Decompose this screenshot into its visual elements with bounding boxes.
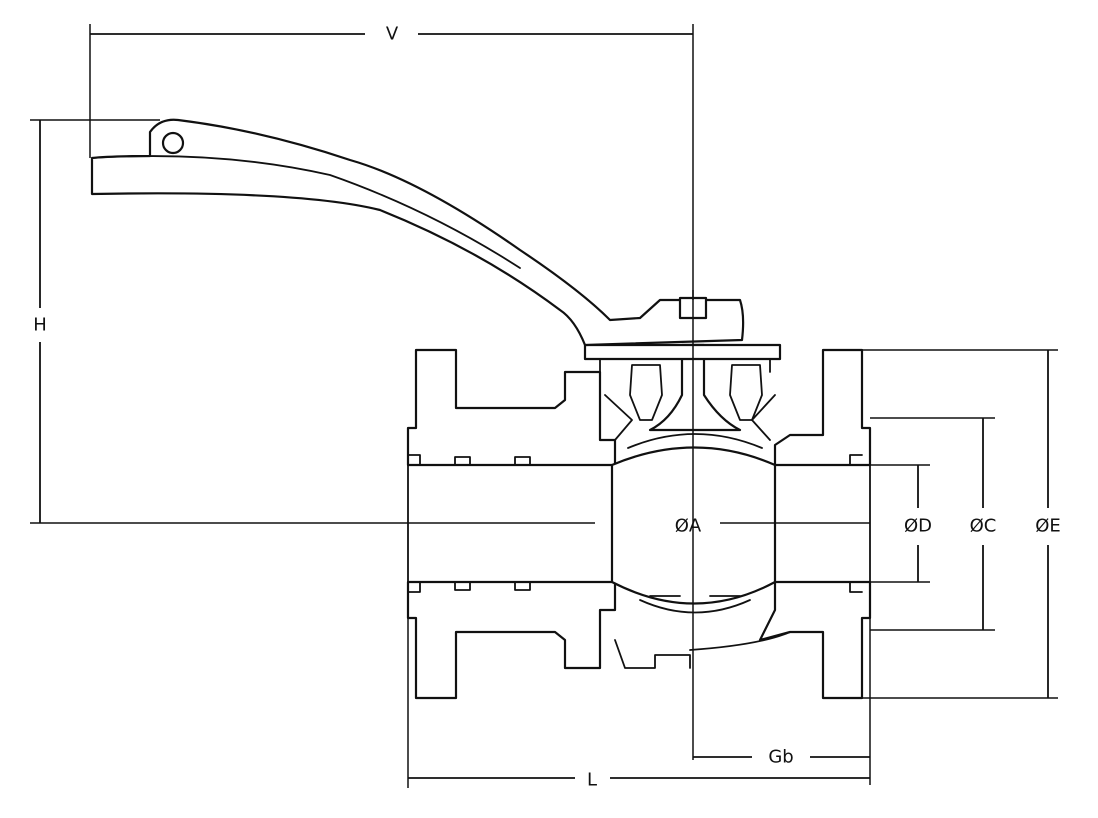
valve-body	[406, 348, 872, 700]
dimension-label-e: ØE	[1035, 516, 1061, 537]
right-flange	[773, 348, 872, 467]
dimension-label-l: L	[587, 770, 597, 791]
dimension-d: ØD	[870, 464, 932, 583]
bonnet-plate	[583, 343, 782, 361]
dimension-gb: Gb	[693, 582, 871, 785]
dimension-label-v: V	[386, 24, 399, 45]
dimension-v: V	[89, 24, 694, 300]
lever-handle	[90, 118, 745, 347]
dimension-h: H	[30, 119, 408, 524]
dimension-label-d: ØD	[904, 516, 932, 537]
left-flange	[406, 348, 617, 467]
stem	[648, 343, 742, 432]
dimension-e: ØE	[862, 349, 1061, 699]
handle-pivot-hole	[161, 131, 185, 155]
dimension-label-c: ØC	[970, 516, 997, 537]
dimension-label-a: ØA	[675, 516, 702, 537]
dimension-c: ØC	[870, 417, 997, 631]
right-flange-lower	[758, 580, 872, 700]
center-lines	[408, 290, 870, 760]
handle	[90, 118, 745, 347]
stem-assembly	[583, 343, 782, 441]
dimension-label-gb: Gb	[768, 747, 793, 768]
left-flange-lower	[406, 580, 617, 700]
dimension-l: L	[407, 582, 870, 791]
dimension-label-h: H	[33, 315, 47, 336]
